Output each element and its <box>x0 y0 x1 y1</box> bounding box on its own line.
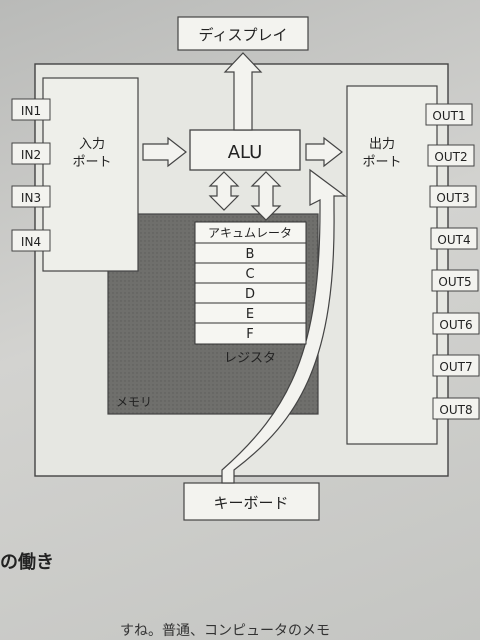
alu-box <box>189 129 301 171</box>
register-f-label: F <box>246 327 253 342</box>
register-c-label: C <box>245 267 254 282</box>
register-f <box>194 322 307 345</box>
keyboard-to-alu-arrow <box>221 168 347 484</box>
input-pin-label: IN2 <box>21 148 41 162</box>
input-to-alu-arrow <box>142 136 187 168</box>
alu-to-display-arrow <box>223 52 263 131</box>
alu-register-bus-arrow-right <box>250 171 282 221</box>
register-accumulator-label: アキュムレータ <box>208 226 292 240</box>
output-pin-label: OUT4 <box>437 233 470 247</box>
output-pin-box <box>432 354 480 377</box>
input-pin-label: IN4 <box>21 235 41 249</box>
input-pins: IN1 IN2 IN3 IN4 <box>11 98 51 252</box>
input-pin-label: IN3 <box>21 191 41 205</box>
output-port-label-line2: ポート <box>362 155 401 170</box>
keyboard-label: キーボード <box>213 494 288 512</box>
register-b-label: B <box>246 247 255 262</box>
registers-caption: レジスタ <box>224 351 276 366</box>
input-pin-box <box>11 185 51 208</box>
output-pin-label: OUT1 <box>432 109 465 123</box>
register-e-label: E <box>246 307 254 322</box>
alu-to-output-arrow <box>305 136 343 168</box>
display-label: ディスプレイ <box>199 26 288 44</box>
output-pin-box <box>431 269 479 292</box>
input-port-label-line1: 入力 <box>79 137 105 152</box>
output-pin-box <box>430 227 478 250</box>
input-pin-box <box>11 98 51 121</box>
output-pin-label: OUT2 <box>434 150 467 164</box>
display-box <box>177 16 309 51</box>
output-pin-box <box>429 185 477 208</box>
output-pin-label: OUT8 <box>439 403 472 417</box>
keyboard-box <box>183 482 320 521</box>
output-pin-label: OUT6 <box>439 318 472 332</box>
output-pin-label: OUT5 <box>438 275 471 289</box>
output-port-label-line1: 出力 <box>369 137 395 152</box>
output-pins: OUT1 OUT2 OUT3 OUT4 OUT5 OUT6 OUT7 OUT8 <box>425 103 480 420</box>
register-stack: アキュムレータ B C D E F <box>194 221 307 345</box>
section-heading: の働き <box>0 552 54 573</box>
output-pin-box <box>427 144 475 167</box>
input-pin-label: IN1 <box>21 104 41 118</box>
output-port-block <box>346 85 438 445</box>
output-pin-box <box>432 397 480 420</box>
body-text-fragment: すね。普通、コンピュータのメモ <box>120 623 330 639</box>
memory-label: メモリ <box>116 395 152 409</box>
input-pin-box <box>11 229 51 252</box>
input-pin-box <box>11 142 51 165</box>
input-port-block <box>42 77 139 272</box>
output-pin-box <box>432 312 480 335</box>
output-pin-box <box>425 103 473 126</box>
alu-register-bus-arrow-left <box>208 171 240 211</box>
alu-label: ALU <box>228 142 263 163</box>
register-d-label: D <box>245 287 255 302</box>
output-pin-label: OUT7 <box>439 360 472 374</box>
input-port-label-line2: ポート <box>72 155 111 170</box>
output-pin-label: OUT3 <box>436 191 469 205</box>
